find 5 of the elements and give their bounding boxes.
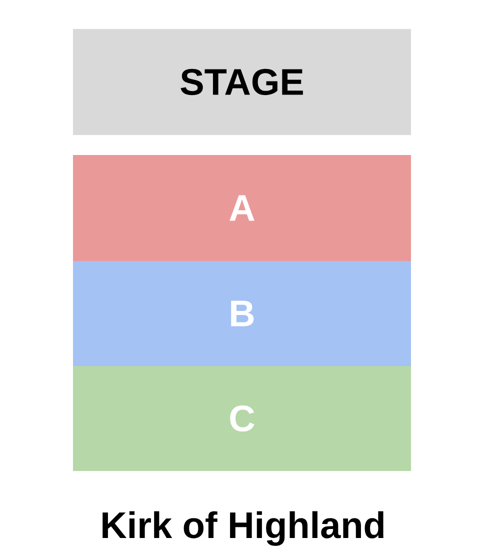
seating-section: B	[73, 261, 411, 366]
stage-area: STAGE	[73, 29, 411, 135]
seating-section: A	[73, 155, 411, 261]
caption: Kirk of Highland	[102, 511, 384, 546]
seating-section: C	[73, 366, 411, 471]
